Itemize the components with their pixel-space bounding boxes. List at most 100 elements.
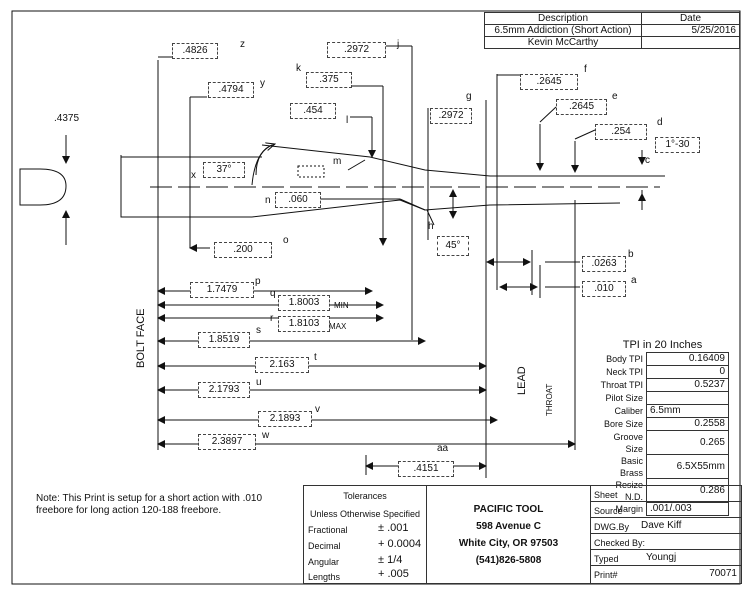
dim-k: .375	[306, 72, 352, 88]
tol-value: ± .001	[378, 522, 409, 534]
company-phone: (541)826-5808	[475, 555, 542, 566]
tpi-key: Basic Brass	[596, 454, 647, 479]
tol-key: Fractional	[308, 525, 348, 535]
checked-by-row: Checked By:	[591, 534, 741, 550]
tpi-value	[646, 391, 729, 405]
bottom-block: Tolerances Unless Otherwise Specified Fr…	[303, 485, 742, 584]
dim-t: 2.163	[255, 357, 309, 373]
tol-value: ± 1/4	[378, 554, 403, 566]
tpi-value: 0.5237	[646, 378, 729, 392]
dim-d-letter: d	[657, 117, 663, 128]
tpi-value: 6.5mm	[646, 404, 729, 418]
dim-q-suffix: MIN	[334, 301, 349, 310]
company-street: 598 Avenue C	[476, 521, 541, 532]
dim-g-letter: g	[466, 91, 472, 102]
lead-label: LEAD	[516, 366, 528, 395]
description-value: 6.5mm Addiction (Short Action)	[484, 24, 642, 37]
dim-o: .200	[214, 242, 272, 258]
dim-r-letter: r	[270, 313, 274, 324]
dwg-by-label: DWG.By	[594, 522, 629, 532]
dim-n: .060	[275, 192, 321, 208]
dim-u: 2.1793	[198, 382, 250, 398]
company-name: PACIFIC TOOL	[473, 504, 544, 515]
dim-x-letter: x	[191, 170, 196, 181]
date-header: Date	[641, 12, 740, 25]
tpi-key: Pilot Size	[596, 391, 647, 405]
tolerances-heading: Tolerances	[343, 491, 387, 501]
tolerances-block: Tolerances Unless Otherwise Specified Fr…	[304, 486, 427, 583]
dim-e-letter: e	[612, 91, 618, 102]
dim-c-letter: c	[645, 155, 650, 166]
tolerances-subheading: Unless Otherwise Specified	[309, 509, 421, 519]
tpi-value: 0.286	[646, 478, 729, 503]
dim-p: 1.7479	[190, 282, 254, 298]
dim-q: 1.8003	[278, 295, 330, 311]
dim-r: 1.8103	[278, 316, 330, 332]
dim-z-letter: z	[240, 39, 245, 50]
tpi-value: 0.265	[646, 430, 729, 455]
tpi-value: 6.5X55mm	[646, 454, 729, 479]
dim-m-letter: m	[333, 156, 342, 167]
tol-value: + .005	[378, 568, 409, 580]
dim-a: .010	[582, 281, 626, 297]
source-label: Source	[594, 506, 623, 516]
tpi-value: 0	[646, 365, 729, 379]
note-text: Note: This Print is setup for a short ac…	[36, 493, 263, 516]
sheet-label: Sheet	[594, 490, 618, 500]
tol-key: Decimal	[308, 541, 341, 551]
drawing-border	[11, 10, 741, 585]
throat-label: THROAT	[545, 383, 554, 416]
tpi-key: Caliber	[596, 404, 647, 418]
tpi-key: Throat TPI	[596, 378, 647, 392]
dim-x: 37°	[203, 162, 245, 178]
dim-o-letter: o	[283, 235, 289, 246]
print-value: 70071	[709, 568, 737, 579]
checked-by-label: Checked By:	[594, 538, 646, 548]
dim-w-letter: w	[262, 430, 270, 441]
dim-p-letter: p	[255, 276, 261, 287]
dim-k-letter: k	[296, 63, 301, 74]
tpi-heading: TPI in 20 Inches	[622, 339, 703, 351]
dim-h-letter: h	[428, 221, 434, 232]
tpi-value: 0.16409	[646, 352, 729, 366]
bolt-face-label: BOLT FACE	[135, 308, 147, 368]
m-box	[297, 165, 325, 178]
dim-v-letter: v	[315, 404, 320, 415]
dim-n-letter: n	[265, 195, 271, 206]
dim-d: .254	[595, 124, 647, 140]
dim-e: .2645	[556, 99, 607, 115]
description-header: Description	[484, 12, 642, 25]
dim-y: .4794	[208, 82, 254, 98]
dim-s: 1.8519	[198, 332, 250, 348]
dim-b-letter: b	[628, 249, 634, 260]
dim-w: 2.3897	[198, 434, 256, 450]
dim-b: .0263	[582, 256, 626, 272]
dim-h: 45°	[437, 236, 469, 256]
dim-j: .2972	[327, 42, 386, 58]
tpi-key: Bore Size	[596, 417, 647, 431]
dim-aa: .4151	[398, 461, 454, 477]
print-label: Print#	[594, 570, 618, 580]
tol-key: Angular	[308, 557, 340, 567]
dim-z: .4826	[172, 43, 218, 59]
dim-u-letter: u	[256, 377, 262, 388]
shank-dia: .4375	[54, 113, 80, 124]
dim-j-letter: j	[397, 39, 400, 50]
tpi-key: Body TPI	[596, 352, 647, 366]
dim-v: 2.1893	[258, 411, 312, 427]
author-value: Kevin McCarthy	[484, 36, 642, 49]
title-block: Description Date 6.5mm Addiction (Short …	[484, 12, 740, 49]
dim-aa-letter: aa	[437, 443, 449, 454]
dim-g: .2972	[430, 108, 472, 124]
date-value: 5/25/2016	[641, 24, 740, 37]
tpi-key: Neck TPI	[596, 365, 647, 379]
sheet-row: Sheet	[591, 486, 741, 502]
dim-l-letter: l	[346, 115, 349, 126]
tpi-key: Resize N.D.	[596, 478, 647, 503]
tpi-value: .001/.003	[646, 502, 729, 516]
tpi-key: Groove Size	[596, 430, 647, 455]
